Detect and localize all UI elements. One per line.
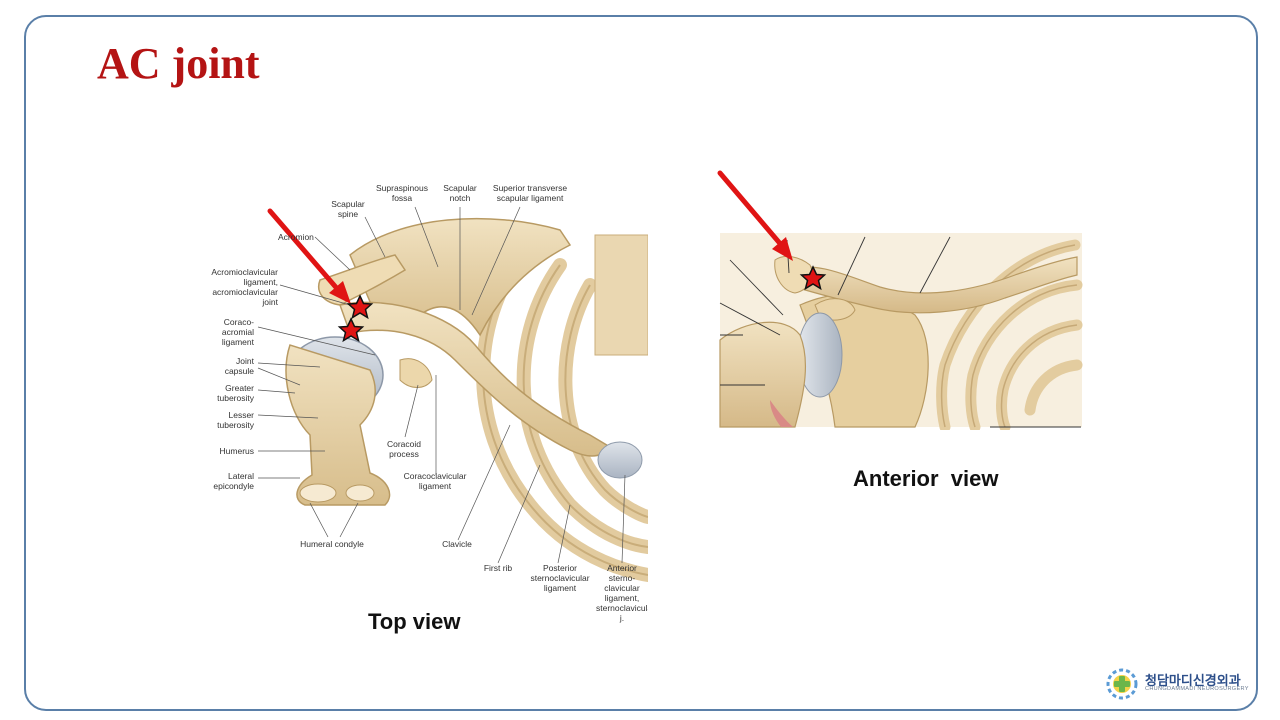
anterior-view-figure (715, 165, 1085, 430)
logo-name: 청담마디신경외과 (1145, 673, 1241, 688)
label-coracoclavicular-ligament: Coracoclavicular ligament (403, 471, 467, 491)
top-view-illustration (257, 206, 648, 582)
label-posterior-sternoclavicular-ligament: Posterior sternoclavicular ligament (530, 563, 590, 593)
label-scapular-notch: Scapular notch (443, 183, 477, 203)
label-supraspinous-fossa: Supraspinous fossa (376, 183, 428, 203)
anterior-view-caption: Anterior view (853, 466, 999, 491)
label-greater-tuberosity: Greater tuberosity (217, 383, 254, 403)
arrow-icon (717, 170, 793, 261)
logo-emblem-icon (1106, 668, 1138, 700)
label-coracoacromial-ligament: Coraco- acromial ligament (221, 317, 254, 347)
logo-subtitle: CHUNGDAMMADI NEUROSURGERY (1145, 686, 1249, 692)
label-acromion: Acromion (278, 232, 314, 242)
clinic-logo: 청담마디신경외과 CHUNGDAMMADI NEUROSURGERY (1103, 664, 1253, 704)
top-view-caption: Top view (368, 609, 461, 634)
slide-frame (24, 15, 1258, 711)
label-lesser-tuberosity: Lesser tuberosity (217, 410, 254, 430)
anterior-view-illustration (717, 170, 1083, 430)
arrow-icon (267, 208, 351, 304)
slide-title: AC joint (97, 39, 260, 88)
label-clavicle: Clavicle (442, 539, 472, 549)
label-coracoid-process: Coracoid process (386, 439, 422, 459)
label-ac-ligament: Acromioclavicular ligament, acromioclavi… (211, 267, 278, 307)
top-view-figure: Scapular spine Supraspinous fossa Scapul… (200, 175, 648, 623)
label-anterior-sternoclavicular-ligament: Anterior sterno- clavicular ligament, st… (596, 563, 648, 623)
label-joint-capsule: Joint capsule (224, 356, 254, 376)
label-humerus: Humerus (219, 446, 254, 456)
star-icon (346, 294, 374, 320)
label-first-rib: First rib (483, 563, 513, 573)
star-icon (799, 265, 827, 291)
label-scapular-spine: Scapular spine (331, 199, 365, 219)
star-icon (337, 317, 365, 343)
label-lateral-epicondyle: Lateral epicondyle (213, 471, 254, 491)
label-superior-transverse-ligament: Superior transverse scapular ligament (492, 183, 568, 203)
label-humeral-condyle: Humeral condyle (300, 539, 364, 549)
